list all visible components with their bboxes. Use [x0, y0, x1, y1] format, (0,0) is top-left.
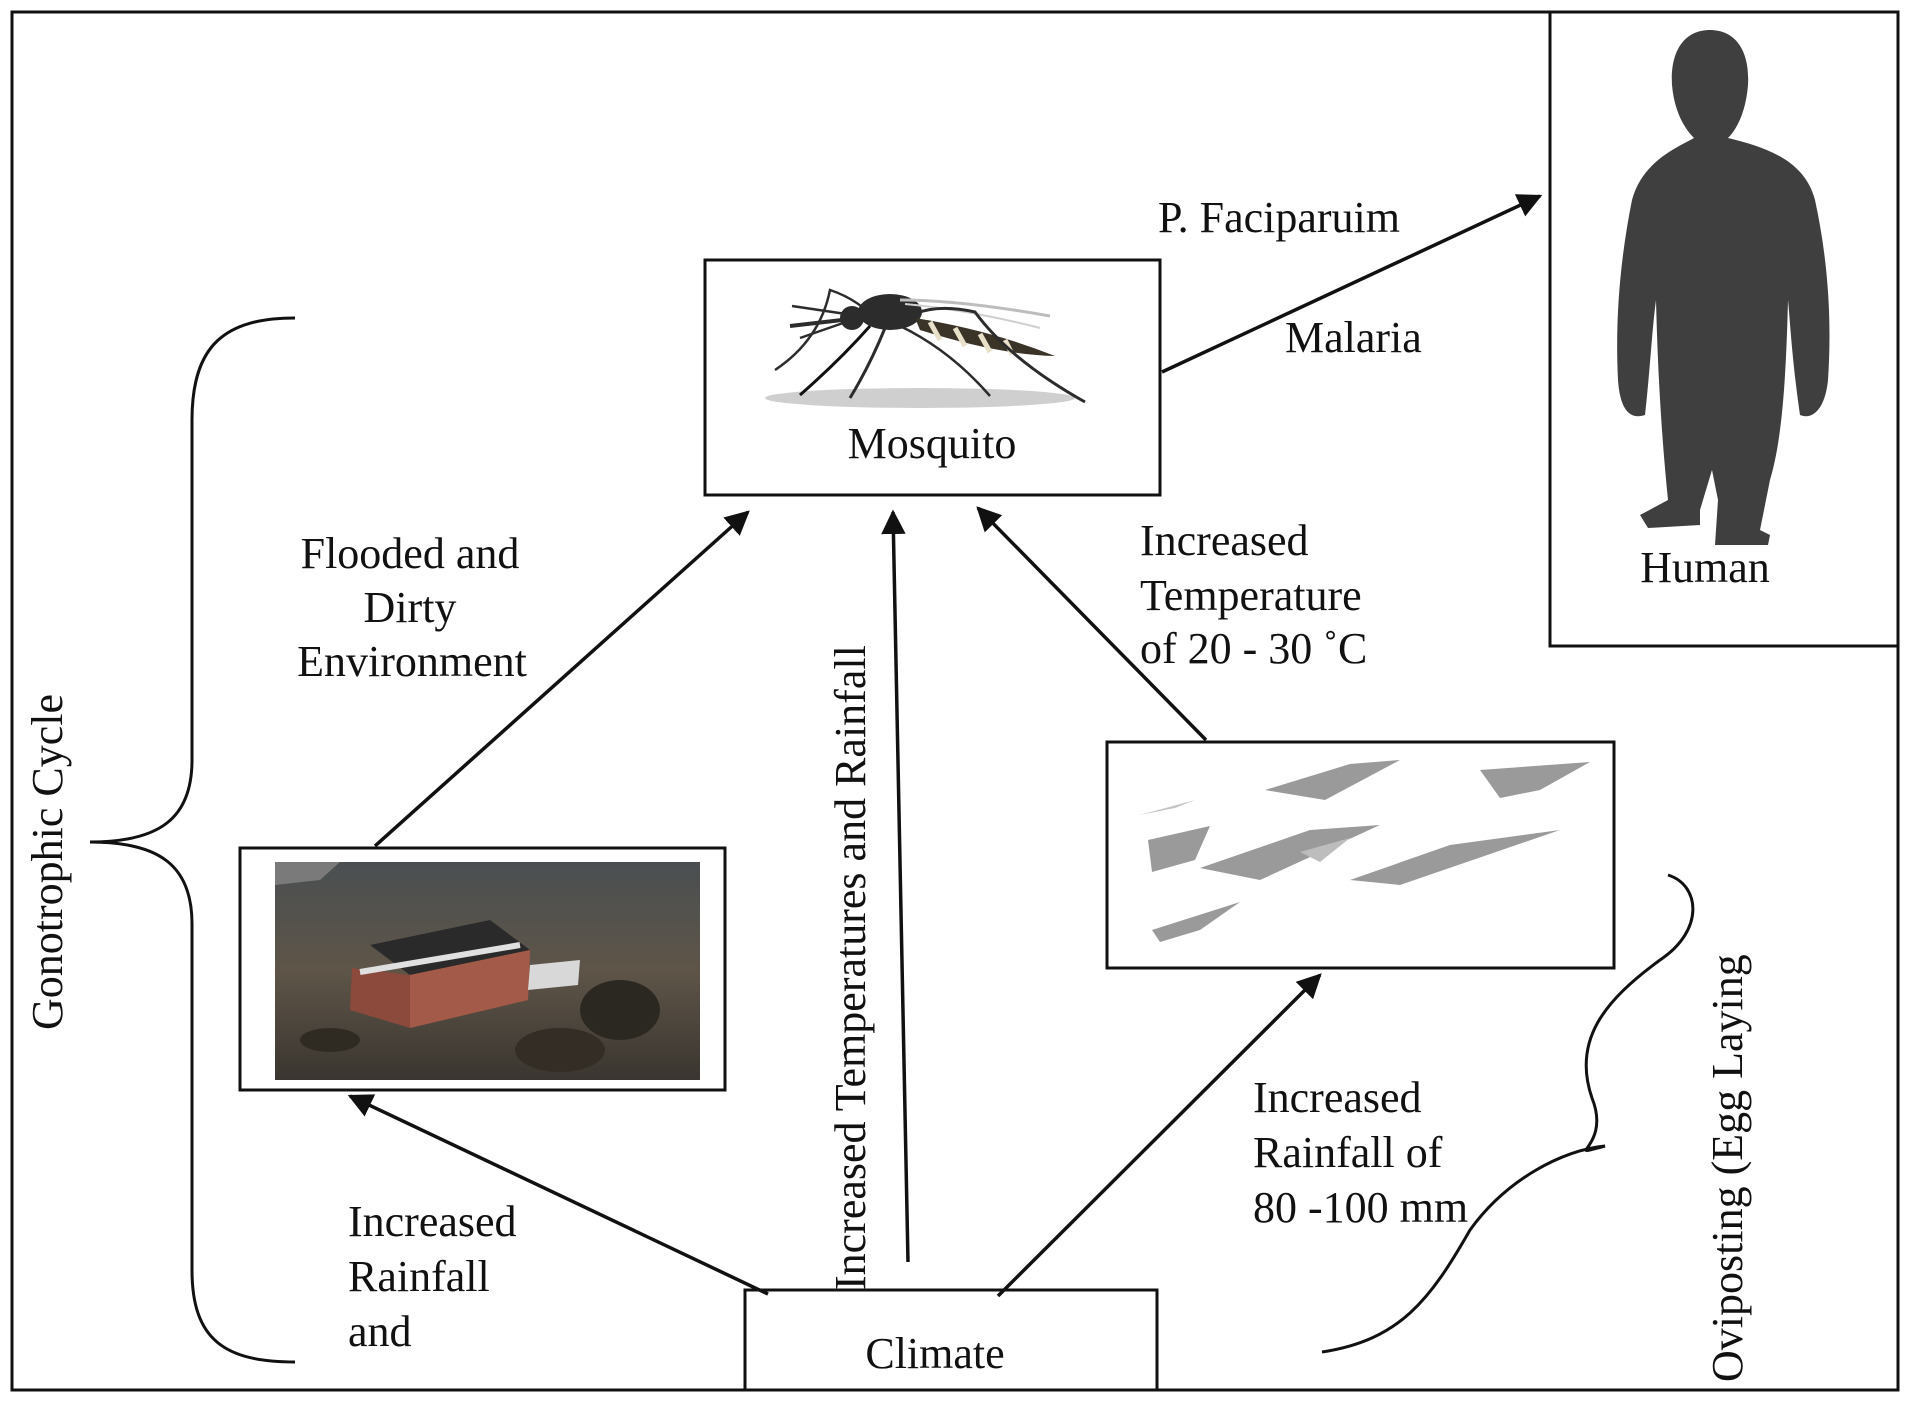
p-falciparum-label: P. Faciparuim — [1158, 193, 1400, 242]
flooded-building-photo — [275, 862, 700, 1080]
svg-text:Increased: Increased — [348, 1197, 517, 1246]
human-label: Human — [1640, 543, 1770, 592]
eggs-node — [1105, 740, 1616, 970]
arrow-climate-to-mosquito — [881, 509, 910, 1263]
svg-text:Increased: Increased — [1253, 1073, 1422, 1122]
rainfall-flood-label: Increased Rainfall and — [348, 1197, 517, 1356]
svg-text:of 20 - 30 ˚C: of 20 - 30 ˚C — [1140, 624, 1367, 673]
arrow-eggs-to-mosquito — [976, 506, 1208, 742]
climate-label: Climate — [865, 1329, 1004, 1378]
gonotrophic-cycle-label: Gonotrophic Cycle — [23, 694, 72, 1030]
svg-text:Rainfall of: Rainfall of — [1253, 1128, 1443, 1177]
human-node: Human — [1548, 10, 1900, 648]
temperature-label: Increased Temperature of 20 - 30 ˚C — [1140, 516, 1367, 673]
flooded-environment-node — [238, 846, 727, 1092]
human-silhouette-icon — [1617, 30, 1830, 545]
svg-text:80 -100 mm: 80 -100 mm — [1253, 1183, 1468, 1232]
svg-text:and: and — [348, 1307, 412, 1356]
svg-text:Flooded and: Flooded and — [301, 529, 520, 578]
malaria-label: Malaria — [1285, 313, 1422, 362]
flooded-environment-label: Flooded and Dirty Environment — [297, 529, 527, 686]
mosquito-label: Mosquito — [848, 419, 1017, 468]
svg-text:Rainfall: Rainfall — [348, 1252, 490, 1301]
svg-text:Temperature: Temperature — [1140, 571, 1362, 620]
svg-text:Dirty: Dirty — [364, 583, 457, 632]
climate-node: Climate — [743, 1288, 1159, 1392]
arrow-climate-to-flood — [347, 1094, 769, 1296]
arrow-mosquito-to-human — [1161, 194, 1543, 374]
arrow-climate-to-eggs — [996, 973, 1322, 1298]
svg-text:Environment: Environment — [297, 637, 527, 686]
mosquito-illustration — [765, 288, 1086, 408]
mosquito-eggs-image — [1140, 760, 1590, 942]
arrow-flood-to-mosquito — [373, 510, 750, 848]
temperatures-rainfall-label: Increased Temperatures and Rainfall — [826, 645, 875, 1290]
rainfall-eggs-label: Increased Rainfall of 80 -100 mm — [1253, 1073, 1468, 1232]
gonotrophic-cycle-brace — [89, 316, 296, 1364]
mosquito-node: Mosquito — [703, 258, 1162, 497]
oviposting-brace — [1321, 873, 1695, 1354]
oviposting-label: Oviposting (Egg Laying — [1703, 954, 1752, 1382]
svg-text:Increased: Increased — [1140, 516, 1309, 565]
